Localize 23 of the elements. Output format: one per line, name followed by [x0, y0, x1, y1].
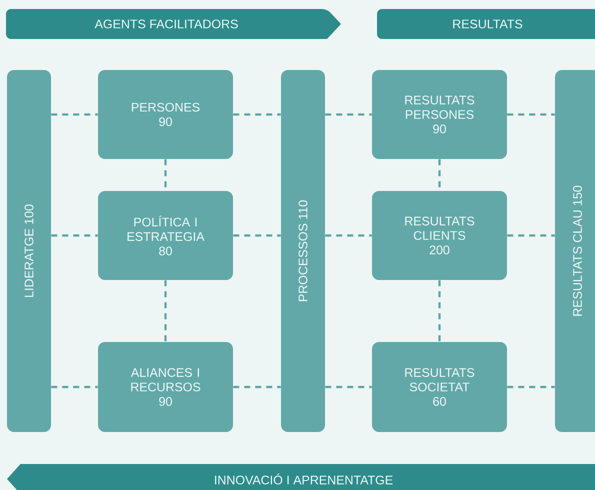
- criterion-box: RESULTATS PERSONES 90: [372, 70, 507, 159]
- dashed-connector: [507, 234, 555, 237]
- dashed-connector: [507, 386, 555, 388]
- dashed-connector: [325, 234, 372, 237]
- dashed-connector: [51, 113, 98, 116]
- dashed-connector: [438, 280, 441, 342]
- criterion-box: RESULTATS SOCIETAT 60: [372, 342, 507, 432]
- criterion-box: ALIANCES I RECURSOS 90: [98, 342, 233, 432]
- criterion-box: RESULTATS CLIENTS 200: [372, 191, 507, 280]
- criterion-bar: RESULTATS CLAU 150: [555, 70, 595, 432]
- dashed-connector: [233, 113, 281, 116]
- dashed-connector: [325, 113, 372, 116]
- criterion-box: PERSONES 90: [98, 70, 233, 159]
- criterion-box: POLÍTICA I ESTRATEGIA 80: [98, 191, 233, 280]
- criterion-bar: PROCESSOS 110: [281, 70, 325, 432]
- dashed-connector: [51, 386, 98, 388]
- dashed-connector: [233, 386, 281, 388]
- criterion-bar: LIDERATGE 100: [7, 70, 51, 432]
- dashed-connector: [233, 234, 281, 237]
- dashed-connector: [325, 386, 372, 388]
- dashed-connector: [507, 113, 555, 116]
- dashed-connector: [164, 280, 167, 342]
- dashed-connector: [51, 234, 98, 237]
